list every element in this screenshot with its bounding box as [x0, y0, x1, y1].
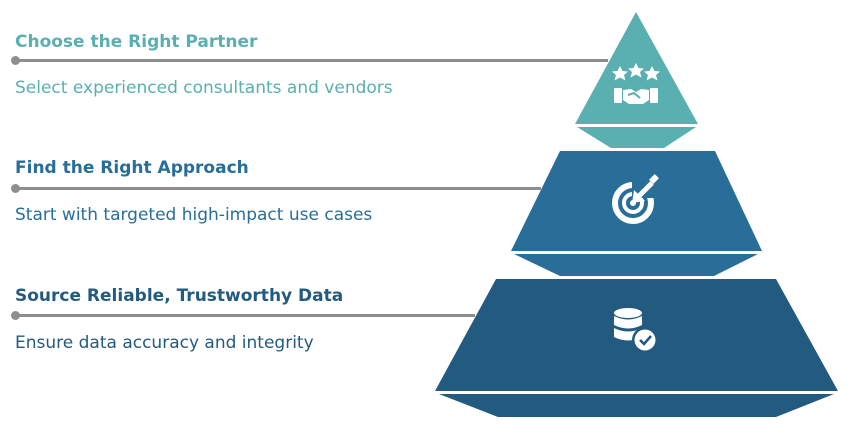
tier-2-description: Start with targeted high-impact use case…: [15, 205, 373, 225]
tier-1-connector-dot: [11, 56, 20, 65]
tier-1-connector: [15, 59, 608, 62]
stars-handshake-icon: [612, 63, 660, 104]
target-arrow-icon: [612, 174, 659, 224]
tier-2-title: Find the Right Approach: [15, 158, 249, 178]
tier-3-description: Ensure data accuracy and integrity: [15, 333, 314, 353]
tier-3-connector-dot: [11, 311, 20, 320]
pyramid-tier-1: [575, 12, 698, 148]
tier-2-connector-dot: [11, 184, 20, 193]
tier-3-connector: [15, 314, 475, 317]
pyramid-tier-2: [511, 151, 762, 276]
tier-1-description: Select experienced consultants and vendo…: [15, 78, 393, 98]
tier-1-title: Choose the Right Partner: [15, 32, 258, 52]
tier-3-title: Source Reliable, Trustworthy Data: [15, 286, 344, 306]
tier-2-connector: [15, 187, 541, 190]
database-check-icon: [614, 308, 658, 353]
